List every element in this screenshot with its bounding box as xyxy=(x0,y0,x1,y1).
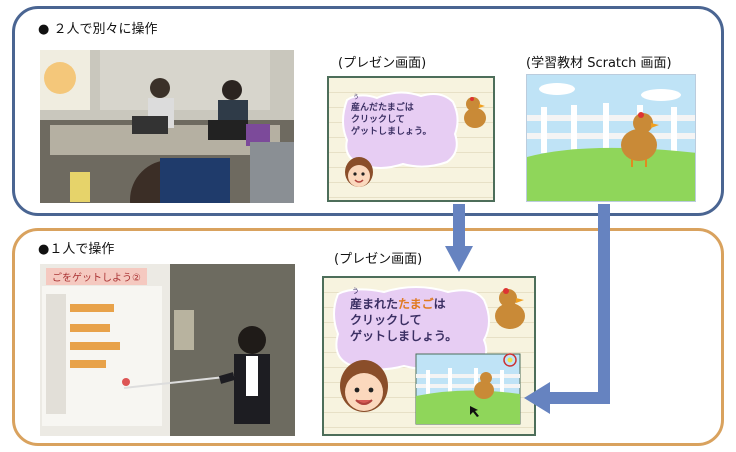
presentation-slide-top: う 産んだたまごは クリックして ゲットしましょう。 xyxy=(327,76,495,202)
two-presenters-photo xyxy=(40,50,294,203)
two-person-heading: ● ２人で別々に操作 xyxy=(38,22,158,37)
elbow-arrow xyxy=(524,204,610,414)
projected-banner: ごをゲットしよう② xyxy=(46,268,147,285)
slide-top-line-3: ゲットしましょう。 xyxy=(351,127,432,138)
presentation-caption-top: (プレゼン画面) xyxy=(338,56,427,71)
scratch-caption: (学習教材 Scratch 画面) xyxy=(526,56,672,71)
slide-top-line-2: クリックして xyxy=(351,115,405,126)
one-person-heading: ●１人で操作 xyxy=(38,242,115,257)
slide-bottom-ruby: う xyxy=(352,287,359,295)
presentation-slide-bottom: う 産まれたたまごは クリックして ゲットしましょう。 xyxy=(322,276,536,436)
down-arrow xyxy=(445,204,473,272)
slide-top-ruby: う xyxy=(353,94,360,101)
slide-bottom-highlight: たまご xyxy=(398,297,434,311)
presentation-caption-bottom: (プレゼン画面) xyxy=(334,252,423,267)
slide-bottom-line-1-black: 産まれた xyxy=(350,297,399,311)
slide-bottom-line-3: ゲットしましょう。 xyxy=(350,329,458,344)
slide-bottom-line-1: 産まれたたまごは xyxy=(350,296,457,312)
slide-bottom-line-1-end: は xyxy=(433,297,446,311)
single-presenter-photo: ごをゲットしよう② xyxy=(40,264,295,436)
scratch-stage xyxy=(526,74,696,202)
slide-top-line-1: 産んだたまごは xyxy=(351,103,414,113)
slide-bottom-line-2: クリックして xyxy=(350,313,422,328)
